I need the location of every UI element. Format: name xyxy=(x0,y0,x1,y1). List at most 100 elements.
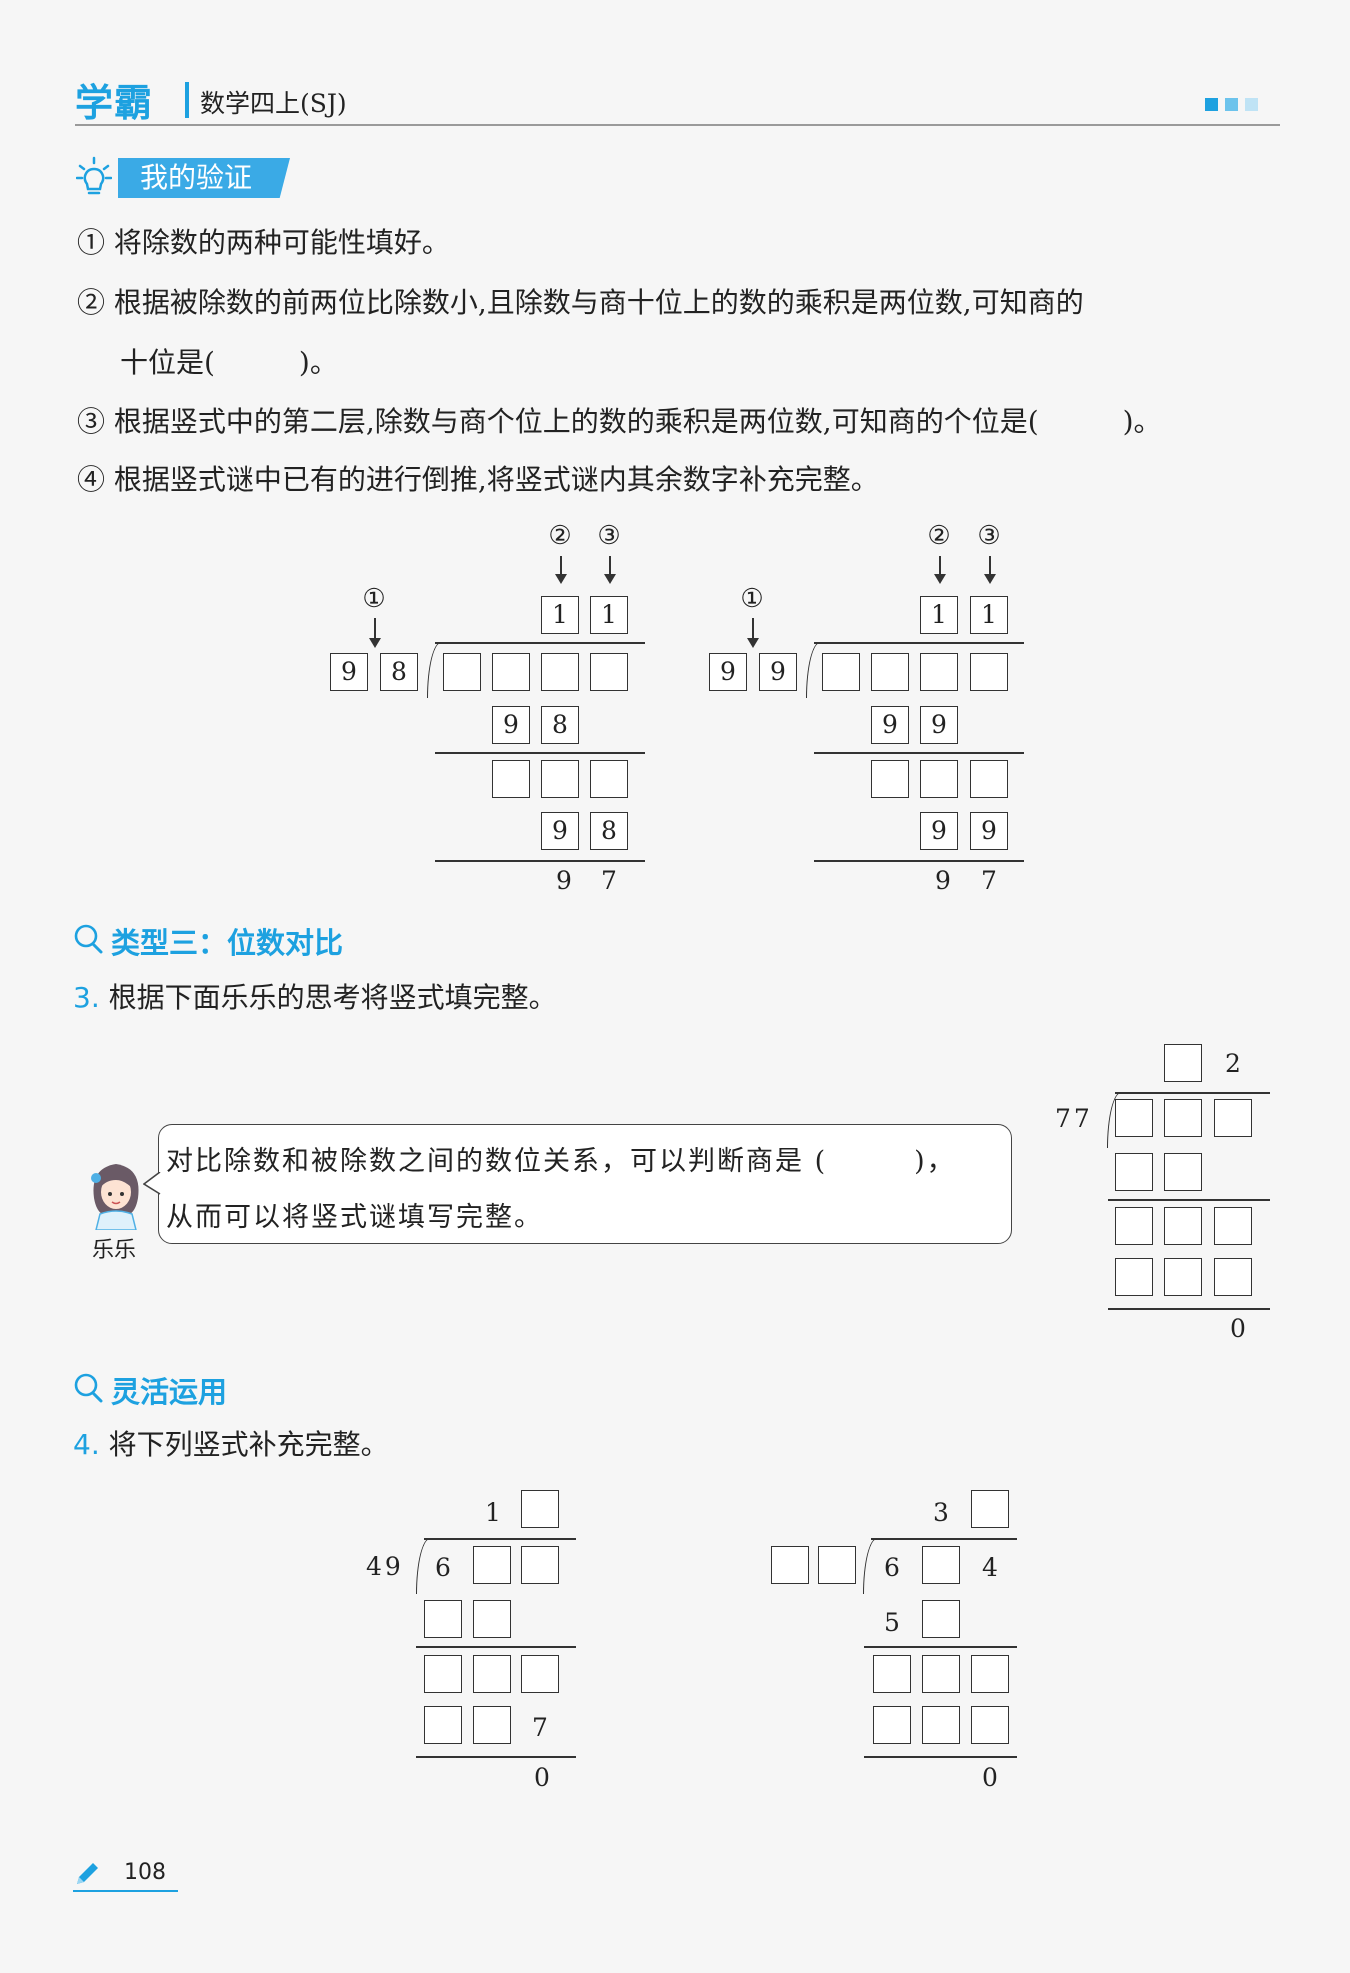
quotient-box[interactable] xyxy=(1164,1044,1202,1082)
dividend-box[interactable] xyxy=(922,1546,960,1584)
dividend-box[interactable] xyxy=(492,653,530,691)
remainder-box[interactable] xyxy=(1164,1207,1202,1245)
marker-ones: ③ xyxy=(597,521,621,551)
dividend-box[interactable] xyxy=(822,653,860,691)
down-arrow-icon xyxy=(556,556,566,584)
quotient-digit: 2 xyxy=(1225,1049,1241,1078)
subtraction-line xyxy=(864,1646,1017,1648)
dividend-box[interactable] xyxy=(871,653,909,691)
division-bar xyxy=(424,1538,576,1540)
remainder-box[interactable] xyxy=(920,760,958,798)
remainder-box[interactable] xyxy=(873,1655,911,1693)
verify-step: ④ 根据竖式谜中已有的进行倒推,将竖式谜内其余数字补充完整。 xyxy=(77,463,879,496)
division-bar xyxy=(435,642,645,644)
remainder-box[interactable] xyxy=(970,760,1008,798)
down-arrow-icon xyxy=(748,618,758,648)
product-box[interactable] xyxy=(971,1706,1009,1744)
bubble-line: 从而可以将竖式谜填写完整。 xyxy=(166,1202,543,1233)
subtraction-line xyxy=(416,1646,576,1648)
product-digit[interactable]: 8 xyxy=(541,706,579,744)
product-digit[interactable]: 9 xyxy=(541,812,579,850)
product-digit[interactable]: 9 xyxy=(970,812,1008,850)
quotient-digit[interactable]: 1 xyxy=(590,596,628,634)
product-box[interactable] xyxy=(873,1706,911,1744)
divisor-digit[interactable]: 9 xyxy=(759,653,797,691)
product-box[interactable] xyxy=(473,1706,511,1744)
verify-step: ③ 根据竖式中的第二层,除数与商个位上的数的乘积是两位数,可知商的个位是( )。 xyxy=(77,405,1162,438)
dividend-box[interactable] xyxy=(920,653,958,691)
divisor-digit[interactable]: 9 xyxy=(330,653,368,691)
quotient-box[interactable] xyxy=(971,1490,1009,1528)
subtraction-line xyxy=(416,1756,576,1758)
remainder-box[interactable] xyxy=(971,1655,1009,1693)
quotient-digit[interactable]: 1 xyxy=(920,596,958,634)
speech-bubble xyxy=(158,1124,1012,1244)
divisor: 77 xyxy=(1055,1104,1093,1133)
product-digit[interactable]: 9 xyxy=(871,706,909,744)
divisor-box[interactable] xyxy=(818,1546,856,1584)
product-digit[interactable]: 8 xyxy=(590,812,628,850)
product-digit[interactable]: 9 xyxy=(920,706,958,744)
dividend-box[interactable] xyxy=(1214,1099,1252,1137)
product-digit[interactable]: 9 xyxy=(920,812,958,850)
product-box[interactable] xyxy=(1164,1258,1202,1296)
question-text: 将下列竖式补充完整。 xyxy=(108,1428,389,1461)
marker-tens: ② xyxy=(927,521,951,551)
brand-logo: 学霸 xyxy=(75,81,154,125)
remainder-box[interactable] xyxy=(871,760,909,798)
remainder-box[interactable] xyxy=(922,1655,960,1693)
quotient-digit[interactable]: 1 xyxy=(970,596,1008,634)
product-box[interactable] xyxy=(424,1600,462,1638)
dividend-box[interactable] xyxy=(521,1546,559,1584)
remainder-box[interactable] xyxy=(541,760,579,798)
quotient-box[interactable] xyxy=(521,1490,559,1528)
product-box[interactable] xyxy=(1164,1153,1202,1191)
header-divider xyxy=(185,82,189,118)
section-title: 灵活运用 xyxy=(111,1375,228,1409)
remainder-box[interactable] xyxy=(521,1655,559,1693)
marker-divisor: ① xyxy=(740,584,764,614)
subtraction-line xyxy=(435,860,645,862)
dividend-box[interactable] xyxy=(970,653,1008,691)
dividend-digit: 4 xyxy=(982,1553,998,1582)
dividend-digit: 6 xyxy=(435,1553,451,1582)
girl-avatar-icon xyxy=(91,1164,139,1230)
marker-tens: ② xyxy=(548,521,572,551)
remainder-box[interactable] xyxy=(473,1655,511,1693)
dividend-box[interactable] xyxy=(473,1546,511,1584)
remainder-box[interactable] xyxy=(1115,1207,1153,1245)
product-box[interactable] xyxy=(922,1600,960,1638)
dividend-box[interactable] xyxy=(541,653,579,691)
product-digit[interactable]: 9 xyxy=(492,706,530,744)
product-box[interactable] xyxy=(1214,1258,1252,1296)
product-box[interactable] xyxy=(473,1600,511,1638)
subtraction-line xyxy=(1108,1199,1270,1201)
divisor-box[interactable] xyxy=(771,1546,809,1584)
product-box[interactable] xyxy=(922,1706,960,1744)
remainder-box[interactable] xyxy=(1214,1207,1252,1245)
remainder-box[interactable] xyxy=(492,760,530,798)
product-digit: 7 xyxy=(532,1713,548,1742)
quotient-digit: 1 xyxy=(485,1498,501,1527)
page-number: 108 xyxy=(124,1860,166,1885)
down-arrow-icon xyxy=(605,556,615,584)
divisor-digit[interactable]: 9 xyxy=(709,653,747,691)
dividend-box[interactable] xyxy=(443,653,481,691)
remainder-box[interactable] xyxy=(424,1655,462,1693)
subtraction-line xyxy=(864,1756,1017,1758)
question-3: 3. 根据下面乐乐的思考将竖式填完整。 xyxy=(73,978,557,1018)
quotient-digit[interactable]: 1 xyxy=(541,596,579,634)
dividend-box[interactable] xyxy=(590,653,628,691)
remainder-digit: 0 xyxy=(982,1763,998,1792)
product-box[interactable] xyxy=(424,1706,462,1744)
remainder-box[interactable] xyxy=(590,760,628,798)
product-box[interactable] xyxy=(1115,1153,1153,1191)
book-title: 数学四上(SJ) xyxy=(200,89,347,118)
dividend-box[interactable] xyxy=(1115,1099,1153,1137)
marker-ones: ③ xyxy=(977,521,1001,551)
down-arrow-icon xyxy=(985,556,995,584)
divisor-digit[interactable]: 8 xyxy=(380,653,418,691)
product-box[interactable] xyxy=(1115,1258,1153,1296)
dividend-box[interactable] xyxy=(1164,1099,1202,1137)
division-bar xyxy=(814,642,1024,644)
